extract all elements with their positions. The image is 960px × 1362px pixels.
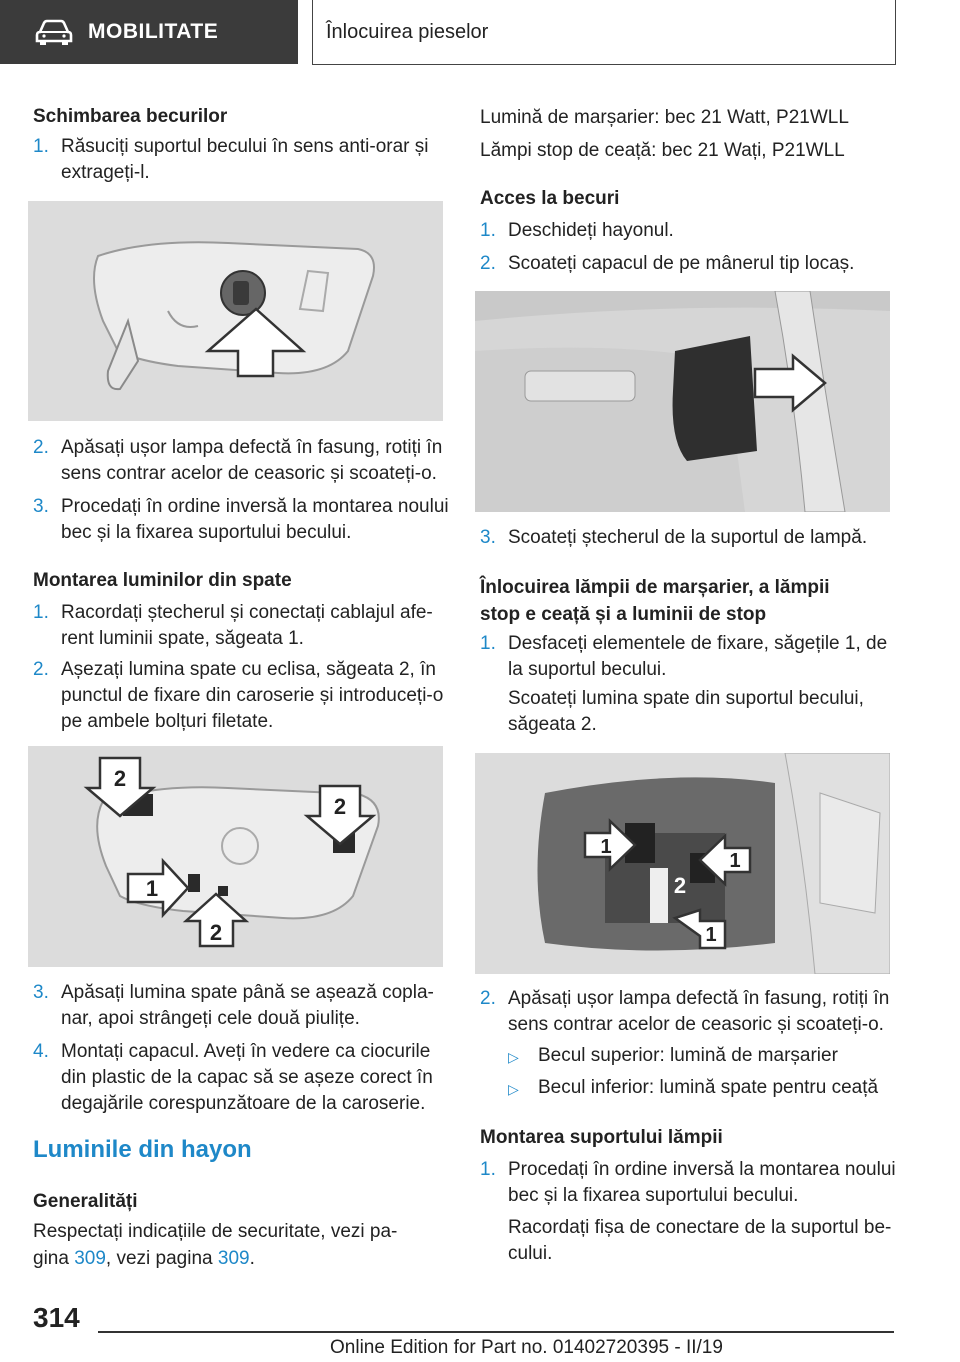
tailgate-cover-illustration (475, 291, 890, 512)
step-text: rent luminii spate, săgeata 1. (61, 628, 304, 649)
step-text: bec și la fixarea suportului becului. (508, 1185, 799, 1206)
step-text: Desfaceți elementele de fixare, săgețile… (508, 633, 888, 654)
step-text: Apăsați ușor lampa defectă în fasung, ro… (61, 437, 443, 458)
step-number: 2. (480, 988, 496, 1009)
step-number: 1. (480, 1159, 496, 1180)
step-text: extrageți-l. (61, 162, 150, 183)
step-text: Scoateți capacul de pe mânerul tip locaș… (508, 253, 855, 274)
step-text: Răsuciți suportul becului în sens anti-o… (61, 136, 429, 157)
arrow-label: 2 (210, 920, 222, 945)
step-text: Montați capacul. Aveți în vedere ca cioc… (61, 1041, 431, 1062)
heading-tailgate-lights: Luminile din hayon (33, 1136, 252, 1163)
step-text: Apăsați lumina spate până se așează copl… (61, 982, 434, 1003)
step-text: pe ambele bolțuri filetate. (61, 711, 274, 732)
step-number: 1. (33, 602, 49, 623)
heading-general: Generalități (33, 1191, 138, 1212)
heading-mount-rear-lights: Montarea luminilor din spate (33, 570, 292, 591)
step-number: 3. (33, 496, 49, 517)
step-text: Racordați ștecherul și conectați cablaju… (61, 602, 433, 623)
chapter-title-box: Înlocuirea pieselor (312, 0, 896, 65)
triangle-bullet-icon: ▷ (508, 1081, 519, 1097)
arrow-label: 1 (600, 836, 611, 858)
bullet-text: Becul inferior: lumină spate pentru ceaț… (538, 1077, 879, 1098)
step-text: din plastic de la capac să se așeze core… (61, 1067, 433, 1088)
bulb-holder-illustration: 1 1 2 1 (475, 753, 890, 974)
step-text: cului. (508, 1243, 553, 1264)
heading-line: stop e ceață și a luminii de stop (480, 604, 767, 625)
note-text: , vezi pagina (105, 1248, 218, 1269)
step-text: sens contrar acelor de ceasoric și scoat… (61, 463, 437, 484)
arrow-label: 2 (114, 766, 126, 791)
figure-bulb-holder-removal: 1 1 2 1 (475, 753, 890, 974)
step-number: 1. (33, 136, 49, 157)
step-number: 2. (33, 437, 49, 458)
heading-mount-support: Montarea suportului lămpii (480, 1127, 723, 1148)
figure-mount-tail-light: 2 2 1 2 (28, 746, 443, 967)
note-text: . (249, 1248, 255, 1269)
page-link-309[interactable]: 309 (217, 1248, 250, 1269)
arrow-label: 1 (705, 924, 716, 946)
page-link-309[interactable]: 309 (74, 1248, 106, 1269)
arrow-label: 2 (674, 873, 686, 898)
arrow-label: 1 (729, 850, 740, 872)
step-number: 2. (33, 659, 49, 680)
page-number: 314 (33, 1302, 80, 1333)
step-text: Racordați fișa de conectare de la suport… (508, 1217, 892, 1238)
taillight-illustration (28, 201, 443, 421)
step-text: punctul de fixare din caroserie și intro… (61, 685, 444, 706)
heading-bulb-access: Acces la becuri (480, 188, 620, 209)
safety-note: Respectați indicațiile de securitate, ve… (33, 1218, 397, 1272)
car-icon (35, 19, 73, 45)
step-number: 3. (480, 527, 496, 548)
step-number: 1. (480, 633, 496, 654)
step-text: la suportul becului. (508, 659, 667, 680)
step-text: nar, apoi strângeți cele două piulițe. (61, 1008, 360, 1029)
note-text: gina (33, 1248, 75, 1269)
step-number: 1. (480, 220, 496, 241)
step-text: Procedați în ordine inversă la montarea … (61, 496, 449, 517)
heading-change-bulbs: Schimbarea becurilor (33, 106, 228, 127)
step-text: bec și la fixarea suportului becului. (61, 522, 352, 543)
taillight-mount-illustration: 2 2 1 2 (28, 746, 443, 967)
page-header: MOBILITATE Înlocuirea pieselor (0, 0, 960, 66)
bullet-text: Becul superior: lumină de marșarier (538, 1045, 838, 1066)
fog-light-spec: Lămpi stop de ceață: bec 21 Wați, P21WLL (480, 140, 845, 161)
step-text: Deschideți hayonul. (508, 220, 674, 241)
step-text: sens contrar acelor de ceasoric și scoat… (508, 1014, 884, 1035)
figure-tailgate-cover (475, 291, 890, 512)
heading-replace-lamps: Înlocuirea lămpii de marșarier, a lămpii… (480, 574, 830, 628)
footer-divider (98, 1331, 894, 1333)
step-text: Scoateți ștecherul de la suportul de lam… (508, 527, 868, 548)
step-text: Scoateți lumina spate din suportul becul… (508, 688, 864, 709)
step-text: Procedați în ordine inversă la montarea … (508, 1159, 896, 1180)
step-number: 4. (33, 1041, 49, 1062)
step-text: Apăsați ușor lampa defectă în fasung, ro… (508, 988, 890, 1009)
step-text: săgeata 2. (508, 714, 597, 735)
arrow-label: 1 (146, 876, 158, 901)
step-number: 3. (33, 982, 49, 1003)
note-line: Respectați indicațiile de securitate, ve… (33, 1221, 398, 1242)
heading-line: Înlocuirea lămpii de marșarier, a lămpii (480, 577, 830, 598)
triangle-bullet-icon: ▷ (508, 1049, 519, 1065)
arrow-label: 2 (334, 794, 346, 819)
edition-note: Online Edition for Part no. 01402720395 … (330, 1337, 723, 1358)
reverse-light-spec: Lumină de marșarier: bec 21 Watt, P21WLL (480, 107, 849, 128)
figure-bulb-holder (28, 201, 443, 421)
step-text: degajările corespunzătoare de la caroser… (61, 1093, 426, 1114)
section-tab: MOBILITATE (0, 0, 298, 64)
step-text: Așezați lumina spate cu eclisa, săgeata … (61, 659, 436, 680)
section-title: MOBILITATE (88, 20, 219, 43)
chapter-title: Înlocuirea pieselor (326, 20, 489, 43)
step-number: 2. (480, 253, 496, 274)
note-line: gina 309, vezi pagina 309. (33, 1245, 397, 1272)
